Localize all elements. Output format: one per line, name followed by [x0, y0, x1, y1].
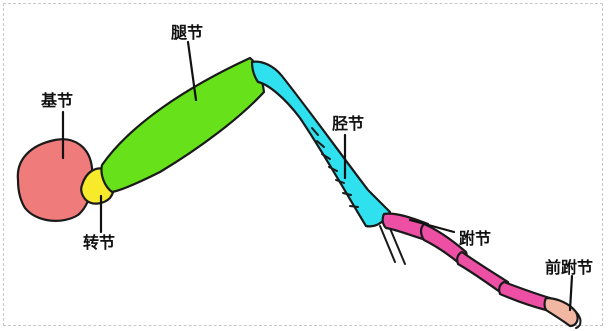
tibia-spine: [335, 179, 345, 184]
label-tibia: 胫节: [332, 114, 364, 133]
label-femur: 腿节: [171, 23, 203, 42]
leader-line-femur: [186, 40, 198, 102]
leader-line-pretarsus: [568, 274, 574, 312]
tibia-spine: [342, 192, 352, 196]
tibia-spine: [311, 127, 319, 136]
tibia-spine: [328, 166, 338, 172]
tibia-spine: [321, 153, 331, 160]
tibia-spine: [316, 140, 325, 148]
label-tarsus: 跗节: [459, 229, 491, 248]
label-pretarsus: 前跗节: [545, 258, 593, 277]
coxa-segment: [16, 138, 94, 222]
pretarsus-claw: [575, 311, 582, 329]
tibial-spur: [388, 225, 406, 265]
label-trochanter: 转节: [83, 233, 115, 252]
tibial-spur: [379, 225, 396, 263]
label-coxa: 基节: [40, 91, 73, 110]
tibia-spine: [349, 205, 359, 208]
femur-segment: [100, 56, 266, 194]
leader-line-tarsus: [408, 218, 456, 234]
diagram-frame: [3, 3, 603, 326]
pretarsus-segment: [543, 296, 579, 328]
